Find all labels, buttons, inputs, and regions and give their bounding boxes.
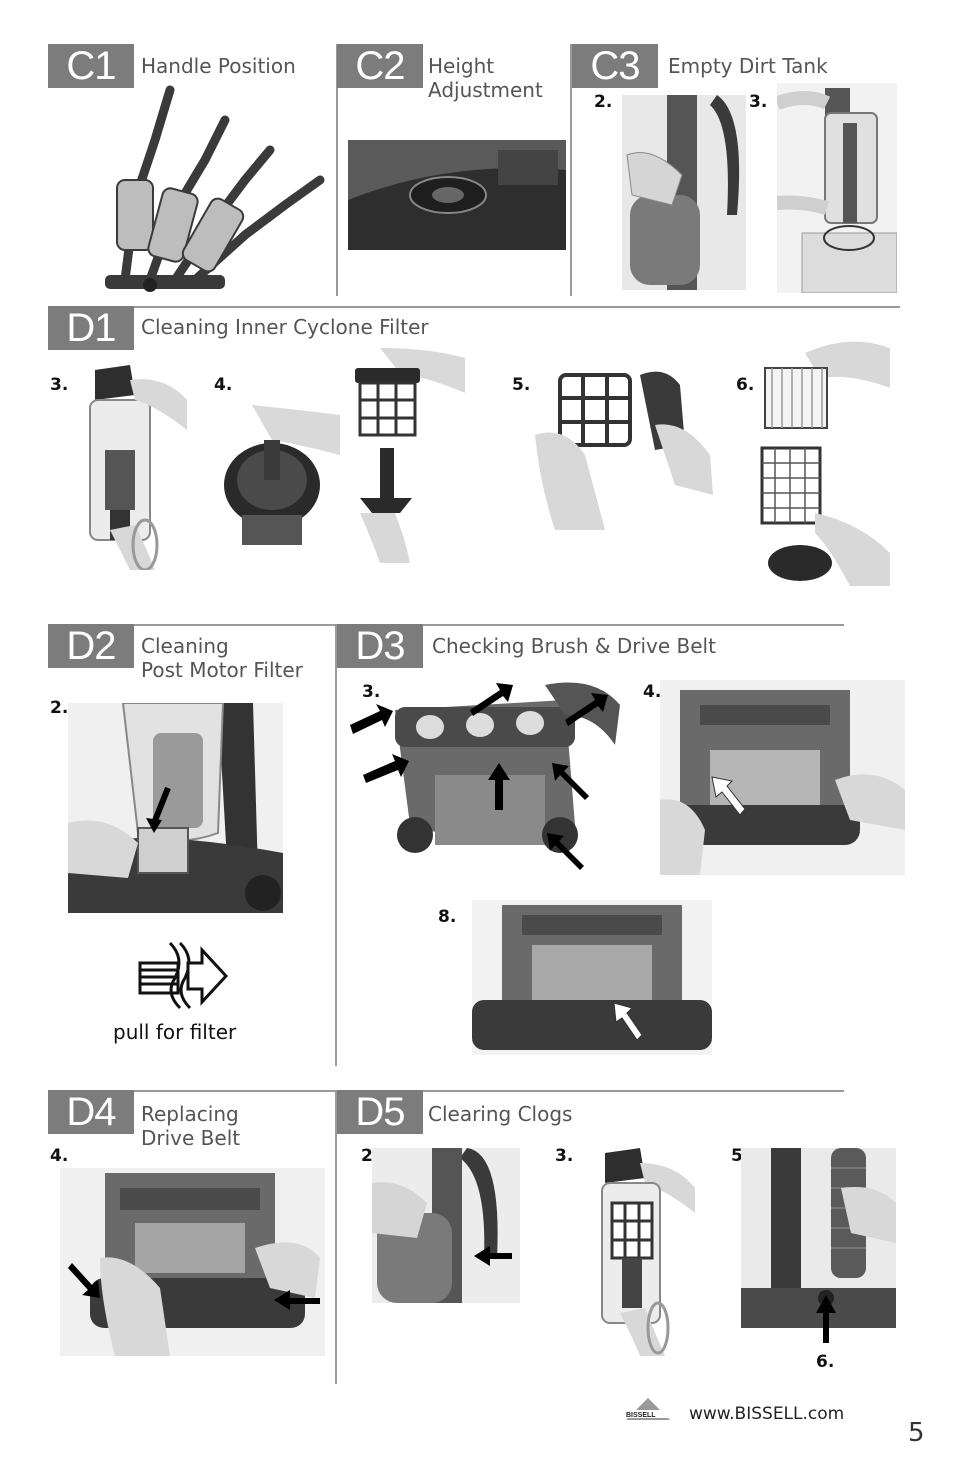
photo-lift-cyclone-assembly bbox=[89, 365, 187, 570]
rule-d1-top bbox=[114, 306, 900, 308]
section-title-d3: Checking Brush & Drive Belt bbox=[432, 634, 716, 658]
section-title-c1: Handle Position bbox=[141, 54, 296, 78]
footer-website-link[interactable]: www.BISSELL.com bbox=[689, 1404, 845, 1424]
step-label: 6. bbox=[816, 1352, 835, 1372]
section-badge-c2: C2 bbox=[337, 44, 423, 88]
photo-check-hose-and-base bbox=[741, 1148, 896, 1328]
step-label: 6. bbox=[736, 375, 755, 395]
step-label: 2. bbox=[594, 92, 613, 112]
divider-d4-d5 bbox=[335, 1092, 337, 1384]
photo-hold-foam-filter bbox=[535, 371, 713, 530]
photo-pull-post-motor-filter bbox=[68, 703, 283, 913]
step-label: 2. bbox=[50, 698, 69, 718]
section-badge-d3: D3 bbox=[337, 624, 423, 668]
pull-for-filter-label: pull for filter bbox=[113, 1020, 237, 1044]
section-badge-d4: D4 bbox=[48, 1090, 134, 1134]
section-title-d2: Cleaning Post Motor Filter bbox=[141, 634, 303, 682]
section-badge-c1: C1 bbox=[48, 44, 134, 88]
section-badge-d1: D1 bbox=[48, 306, 134, 350]
divider-c1-c2 bbox=[336, 44, 338, 296]
photo-underside-screws bbox=[350, 682, 620, 870]
step-label: 4. bbox=[214, 375, 233, 395]
divider-c2-c3 bbox=[570, 44, 572, 296]
step-label: 3. bbox=[555, 1146, 574, 1166]
rule-d2-top bbox=[114, 624, 844, 626]
section-title-c3: Empty Dirt Tank bbox=[668, 54, 828, 78]
step-label: 3. bbox=[362, 682, 381, 702]
photo-replace-drive-belt bbox=[60, 1168, 325, 1356]
section-badge-d2: D2 bbox=[48, 624, 134, 668]
step-label: 5. bbox=[512, 375, 531, 395]
photo-brush-roll-installed bbox=[472, 900, 712, 1055]
step-label: 4. bbox=[643, 682, 662, 702]
divider-d2-d3 bbox=[335, 626, 337, 1066]
section-title-d5: Clearing Clogs bbox=[428, 1102, 573, 1126]
section-title-d1: Cleaning Inner Cyclone Filter bbox=[141, 315, 429, 339]
illustration-handle-positions bbox=[105, 85, 325, 292]
pull-for-filter-icon bbox=[138, 941, 229, 1010]
photo-twist-filter-cap bbox=[224, 405, 340, 545]
photo-check-tank-inlet bbox=[372, 1148, 520, 1303]
photo-tap-filters-clean bbox=[760, 341, 890, 586]
photo-remove-brush-cover bbox=[660, 680, 905, 875]
arrow-up-icon bbox=[816, 1295, 836, 1343]
photo-filter-separated-from-post bbox=[355, 348, 465, 563]
section-title-c2: Height Adjustment bbox=[428, 54, 543, 102]
photo-empty-tank-over-trash bbox=[777, 83, 897, 293]
step-label: 3. bbox=[50, 375, 69, 395]
photo-remove-dirt-tank bbox=[622, 95, 746, 290]
step-label: 4. bbox=[50, 1146, 69, 1166]
photo-check-cyclone-assembly bbox=[601, 1148, 695, 1356]
step-label: 8. bbox=[438, 907, 457, 927]
step-label: 3. bbox=[749, 92, 768, 112]
rule-d4-top bbox=[114, 1090, 844, 1092]
section-badge-d5: D5 bbox=[337, 1090, 423, 1134]
section-badge-c3: C3 bbox=[572, 44, 658, 88]
bissell-logo: BISSELL bbox=[624, 1398, 670, 1420]
bissell-logo-text: BISSELL bbox=[626, 1412, 656, 1419]
photo-height-adjustment-dial bbox=[348, 140, 566, 250]
page-number: 5 bbox=[908, 1418, 925, 1448]
section-title-d4: Replacing Drive Belt bbox=[141, 1102, 241, 1150]
